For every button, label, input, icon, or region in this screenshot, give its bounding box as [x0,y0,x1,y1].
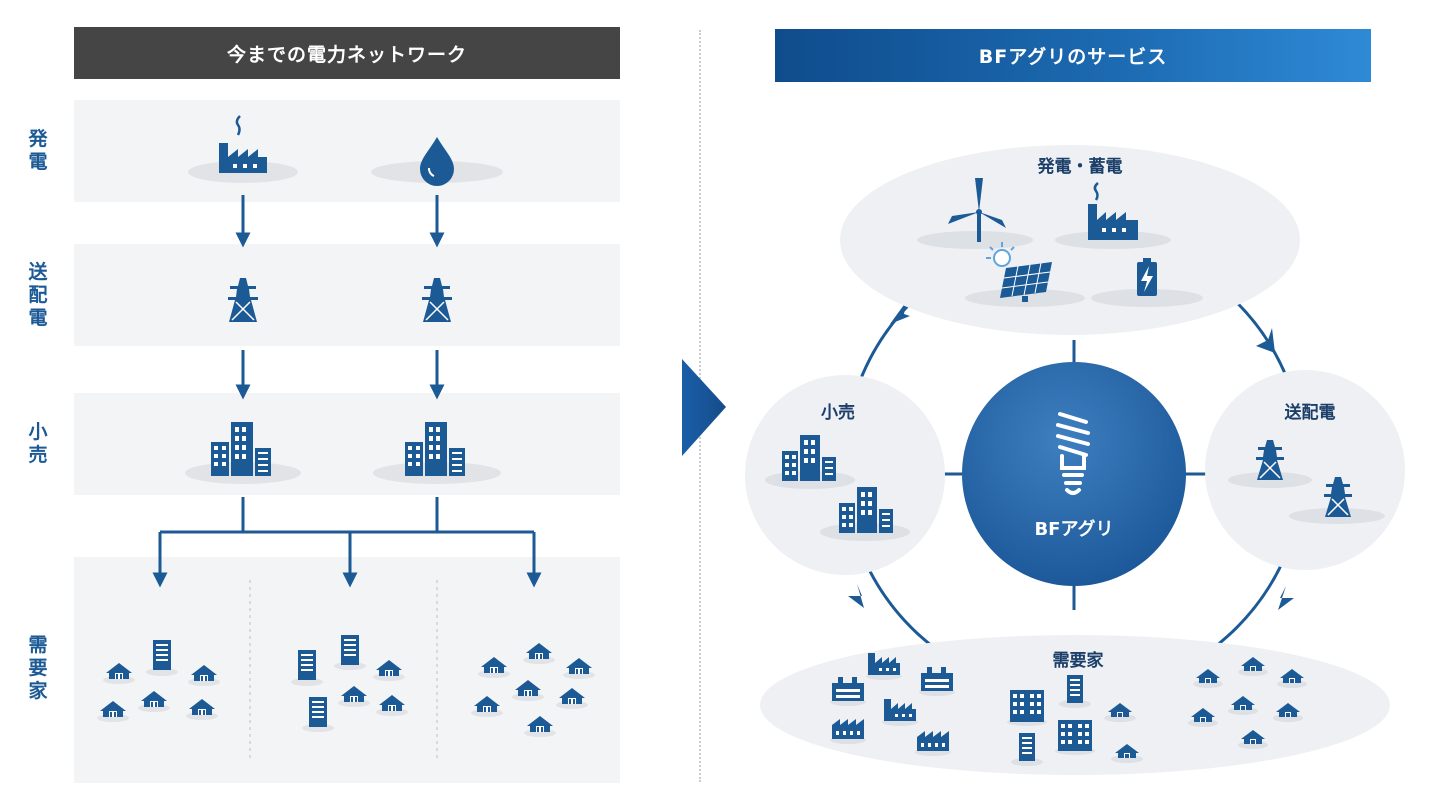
light-bulb-icon [1056,412,1090,495]
battery-icon [1137,258,1157,296]
solar-panel-icon [986,242,1052,302]
transition-arrow-icon [682,359,726,456]
pylon-icon [227,277,259,323]
node-label-transmission: 送配電 [1285,402,1336,423]
water-drop-icon [419,136,455,187]
generation-band [74,100,620,202]
legacy-network-diagram [97,114,595,760]
node-label-retail: 小売 [821,402,855,423]
factory-icon [217,114,269,175]
center-label: BFアグリ [1034,518,1113,540]
row-label-retail: 小 売 [28,421,48,466]
office-building-icon [405,422,465,476]
left-panel-title: 今までの電力ネットワーク [74,27,620,79]
row-label-generation: 発 電 [28,128,48,173]
row-label-transmission: 送 配 電 [28,261,48,329]
node-label-consumer: 需要家 [1053,650,1104,671]
pylon-icon [421,277,453,323]
node-label-generation: 発電・蓄電 [1037,156,1123,177]
transmission-band [74,244,620,346]
factory-icon [1088,182,1138,240]
row-label-consumer: 需 要 家 [28,634,48,702]
bf-agri-service-diagram: 発電・蓄電 小売 [745,145,1405,775]
right-panel-title: BFアグリのサービス [775,29,1371,82]
office-building-icon [211,422,271,476]
office-building-icon [1010,690,1044,722]
retail-band [74,393,620,495]
wind-turbine-icon [948,178,1006,242]
